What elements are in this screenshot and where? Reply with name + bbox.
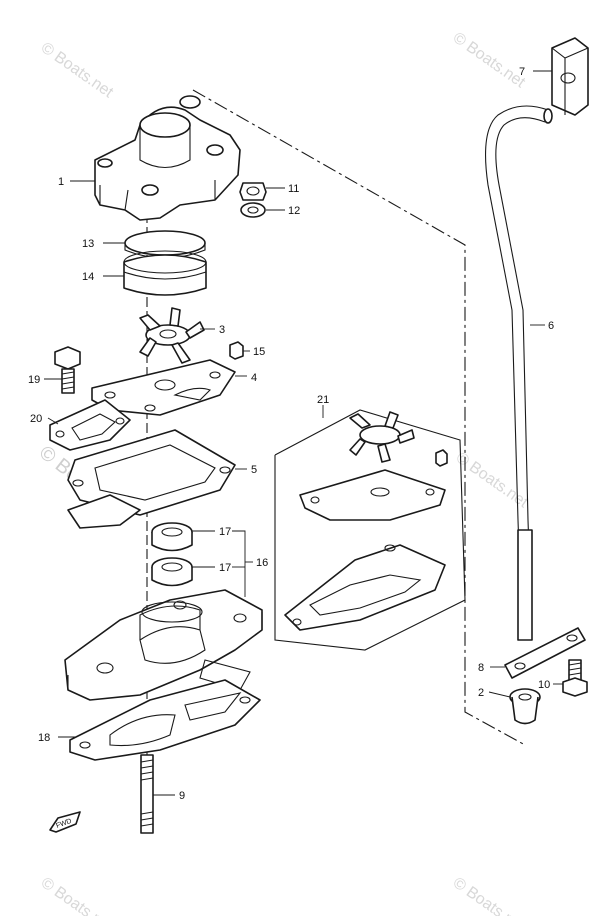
callout-18: 18 bbox=[38, 732, 50, 744]
nut-part-11 bbox=[239, 182, 267, 201]
gasket-part-5-lower bbox=[67, 494, 141, 529]
pump-case-part-1 bbox=[94, 95, 241, 221]
callout-9: 9 bbox=[179, 790, 185, 802]
grommet-part-7 bbox=[551, 37, 589, 116]
callout-6: 6 bbox=[548, 320, 554, 332]
washer-part-12 bbox=[240, 202, 266, 218]
watermark-bottom-right: © Boats.net bbox=[450, 874, 529, 916]
impeller-part-3 bbox=[139, 307, 205, 364]
clamp-plate-part-8 bbox=[504, 627, 586, 679]
callout-12: 12 bbox=[288, 205, 300, 217]
callout-13: 13 bbox=[82, 238, 94, 250]
watermark-top-right: © Boats.net bbox=[450, 29, 529, 91]
oil-seal-part-17-lower bbox=[151, 557, 193, 587]
watermark-top-left: © Boats.net bbox=[38, 39, 117, 101]
leader-2 bbox=[488, 691, 511, 698]
insert-part-14 bbox=[123, 250, 207, 296]
callout-7: 7 bbox=[519, 66, 525, 78]
watermark-bottom-left: © Boats.net bbox=[38, 874, 117, 916]
gasket-part-18 bbox=[69, 679, 261, 761]
key-part-15 bbox=[229, 341, 244, 360]
callout-4: 4 bbox=[251, 372, 257, 384]
callout-8: 8 bbox=[478, 662, 484, 674]
callout-10: 10 bbox=[538, 679, 550, 691]
water-tube-part-6 bbox=[485, 105, 553, 641]
bolt-part-10 bbox=[562, 659, 588, 697]
callout-5: 5 bbox=[251, 464, 257, 476]
callout-3: 3 bbox=[219, 324, 225, 336]
callout-15: 15 bbox=[253, 346, 265, 358]
callout-20: 20 bbox=[30, 413, 42, 425]
fwd-arrow-icon: FWD bbox=[49, 811, 81, 833]
repair-kit-group-21 bbox=[274, 409, 466, 651]
leader-20 bbox=[47, 417, 59, 425]
oil-seal-part-17-upper bbox=[151, 522, 193, 552]
callout-21: 21 bbox=[317, 394, 329, 406]
gasket-part-5 bbox=[67, 429, 236, 516]
grommet-part-2 bbox=[509, 688, 541, 725]
assembly-frame-line bbox=[192, 89, 526, 746]
stud-part-9 bbox=[140, 754, 154, 834]
bracket-16 bbox=[232, 530, 246, 597]
callout-1: 1 bbox=[58, 176, 64, 188]
callout-16: 16 bbox=[256, 557, 268, 569]
callout-19: 19 bbox=[28, 374, 40, 386]
bolt-part-19 bbox=[54, 346, 81, 394]
callout-11: 11 bbox=[288, 183, 299, 195]
plate-part-4 bbox=[91, 359, 236, 416]
gasket-part-20 bbox=[49, 399, 131, 451]
callout-17-lower: 17 bbox=[219, 562, 231, 574]
pump-housing-part-16 bbox=[64, 589, 263, 701]
callout-14: 14 bbox=[82, 271, 94, 283]
callout-17-upper: 17 bbox=[219, 526, 231, 538]
kit-21-frame bbox=[274, 409, 466, 651]
callout-2: 2 bbox=[478, 687, 484, 699]
